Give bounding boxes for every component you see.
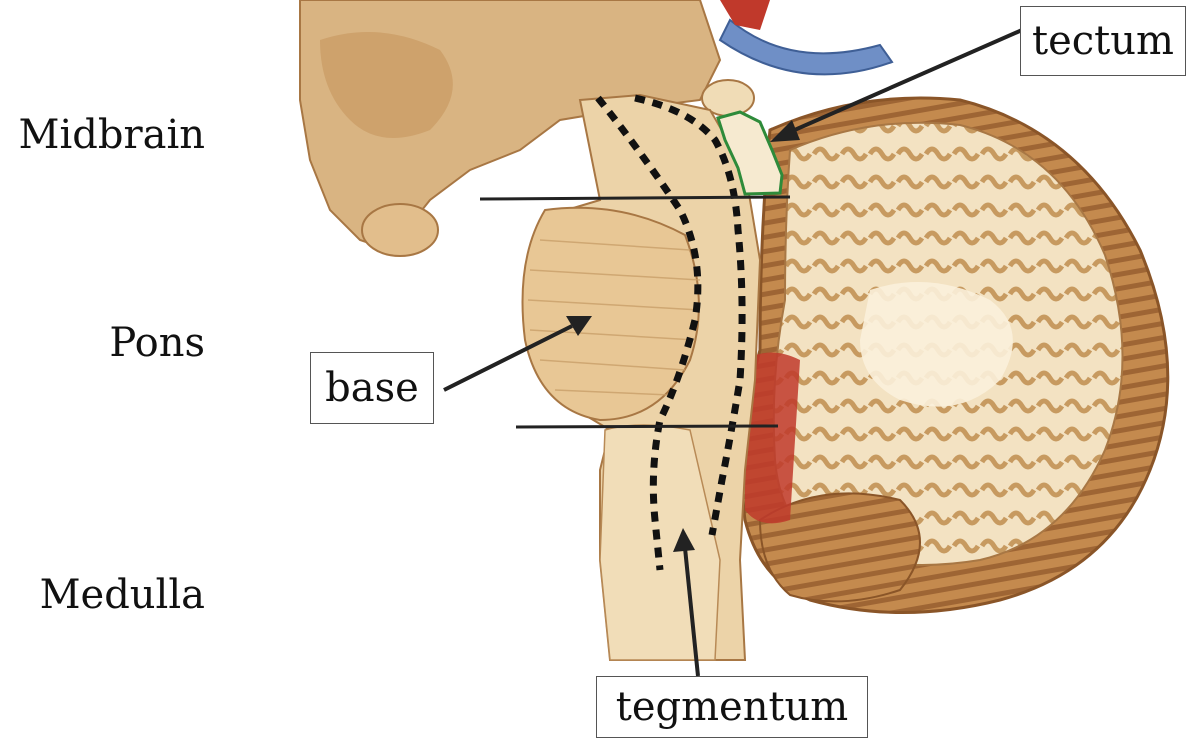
medulla-label: Medulla xyxy=(39,572,205,618)
arbor-vitae xyxy=(860,282,1013,407)
tectum-label: tectum xyxy=(1020,6,1186,76)
mammillary-body xyxy=(361,203,439,257)
pons-fibers xyxy=(527,239,701,396)
pons-label: Pons xyxy=(109,320,205,366)
midbrain-pons-divider xyxy=(479,195,791,201)
tegmentum-label: tegmentum xyxy=(596,676,868,738)
cerebellum-lower-lobe xyxy=(758,492,921,603)
tegmentum-arrow xyxy=(673,528,700,677)
midbrain-label: Midbrain xyxy=(18,112,205,158)
base-arrow xyxy=(443,316,592,392)
tectum-arrow xyxy=(770,28,1023,142)
tegmentum-boundary-left xyxy=(595,95,702,571)
forebrain-fold xyxy=(320,32,453,138)
pons-base xyxy=(521,206,700,422)
red-vessel-mid xyxy=(745,352,800,524)
tectum-region xyxy=(716,110,784,196)
tegmentum-boundary-right xyxy=(634,94,746,536)
pons-medulla-divider xyxy=(515,424,779,429)
red-vessel-top xyxy=(720,0,770,30)
base-label: base xyxy=(310,352,434,424)
blue-vessel xyxy=(718,18,894,76)
